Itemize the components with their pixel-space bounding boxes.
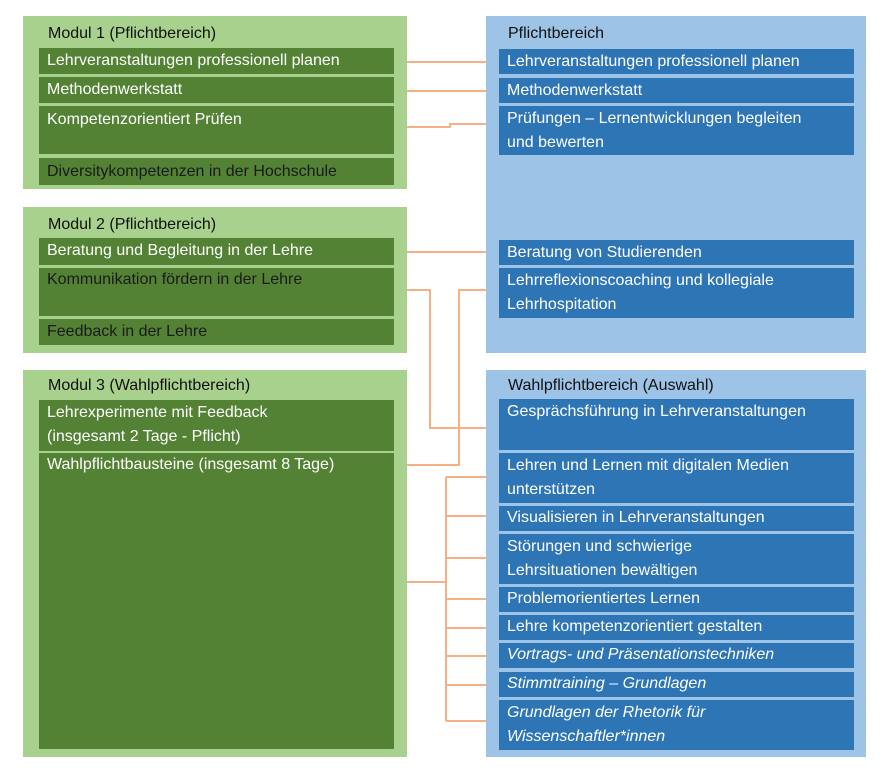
module1-item-methodenwerkstatt: Methodenwerkstatt bbox=[39, 77, 394, 103]
wahl-item-stoerungen-line2: Lehrsituationen bewältigen bbox=[507, 562, 698, 579]
module3-item-lehrexperimente-line2: (insgesamt 2 Tage - Pflicht) bbox=[47, 428, 241, 445]
pflicht-item-beratung: Beratung von Studierenden bbox=[499, 240, 854, 265]
pflicht-item-reflexion-line1: Lehrreflexionscoaching und kollegiale bbox=[507, 272, 774, 289]
wahl-title: Wahlpflichtbereich (Auswahl) bbox=[508, 377, 714, 394]
pflicht-item-reflexion: Lehrreflexionscoaching und kollegiale Le… bbox=[499, 268, 854, 318]
module2-panel: Modul 2 (Pflichtbereich) Beratung und Be… bbox=[23, 207, 407, 353]
wahl-item-stimmtraining: Stimmtraining – Grundlagen bbox=[499, 672, 854, 697]
wahl-item-rhetorik-line1: Grundlagen der Rhetorik für bbox=[507, 704, 706, 721]
connector-pruefen bbox=[395, 123, 499, 128]
module1-title: Modul 1 (Pflichtbereich) bbox=[48, 25, 217, 42]
pflicht-item-methodenwerkstatt: Methodenwerkstatt bbox=[499, 78, 854, 103]
connector-kommunikation bbox=[395, 289, 499, 429]
pflicht-item-pruefungen-line2: und bewerten bbox=[507, 134, 604, 151]
pflicht-title: Pflichtbereich bbox=[508, 25, 605, 42]
wahl-item-digitale-medien: Lehren und Lernen mit digitalen Medien u… bbox=[499, 453, 854, 503]
wahl-item-gespraechsfuehrung: Gesprächsführung in Lehrveranstaltungen bbox=[499, 399, 854, 450]
module1-item-planen: Lehrveranstaltungen professionell planen bbox=[39, 48, 394, 74]
wahl-item-kompetenzorientiert: Lehre kompetenzorientiert gestalten bbox=[499, 615, 854, 640]
wahl-item-stoerungen: Störungen und schwierige Lehrsituationen… bbox=[499, 534, 854, 584]
pflicht-item-planen: Lehrveranstaltungen professionell planen bbox=[499, 49, 854, 74]
wahl-panel: Wahlpflichtbereich (Auswahl) Gesprächsfü… bbox=[486, 370, 866, 757]
wahl-item-stoerungen-line1: Störungen und schwierige bbox=[507, 538, 693, 555]
module1-item-pruefen: Kompetenzorientiert Prüfen bbox=[39, 106, 394, 154]
pflicht-panel: Pflichtbereich Lehrveranstaltungen profe… bbox=[486, 16, 866, 353]
wahl-item-rhetorik: Grundlagen der Rhetorik für Wissenschaft… bbox=[499, 700, 854, 750]
module1-item-diversity: Diversitykompetenzen in der Hochschule bbox=[39, 158, 394, 185]
module3-title: Modul 3 (Wahlpflichtbereich) bbox=[48, 377, 251, 394]
module2-item-beratung: Beratung und Begleitung in der Lehre bbox=[39, 238, 394, 265]
connector-reflexion bbox=[395, 289, 499, 466]
module2-title: Modul 2 (Pflichtbereich) bbox=[48, 216, 217, 233]
module2-item-feedback: Feedback in der Lehre bbox=[39, 319, 394, 345]
pflicht-item-reflexion-line2: Lehrhospitation bbox=[507, 296, 617, 313]
module3-item-lehrexperimente-line1: Lehrexperimente mit Feedback bbox=[47, 404, 268, 421]
module3-panel: Modul 3 (Wahlpflichtbereich) Lehrexperim… bbox=[23, 370, 407, 757]
wahl-item-vortrag: Vortrags- und Präsentationstechniken bbox=[499, 643, 854, 668]
pflicht-item-pruefungen-line1: Prüfungen – Lernentwicklungen begleiten bbox=[507, 110, 802, 127]
wahl-item-rhetorik-line2: Wissenschaftler*innen bbox=[507, 728, 666, 745]
wahl-item-digitale-medien-line2: unterstützen bbox=[507, 481, 596, 498]
module3-item-wahlpflichtbausteine: Wahlpflichtbausteine (insgesamt 8 Tage) bbox=[39, 453, 394, 749]
pflicht-item-pruefungen: Prüfungen – Lernentwicklungen begleiten … bbox=[499, 106, 854, 155]
module2-item-kommunikation: Kommunikation fördern in der Lehre bbox=[39, 268, 394, 316]
wahl-item-problemorientiert: Problemorientiertes Lernen bbox=[499, 587, 854, 612]
wahl-item-digitale-medien-line1: Lehren und Lernen mit digitalen Medien bbox=[507, 457, 789, 474]
module1-panel: Modul 1 (Pflichtbereich) Lehrveranstaltu… bbox=[23, 16, 407, 189]
wahl-item-visualisieren: Visualisieren in Lehrveranstaltungen bbox=[499, 506, 854, 531]
module3-item-lehrexperimente: Lehrexperimente mit Feedback (insgesamt … bbox=[39, 400, 394, 451]
